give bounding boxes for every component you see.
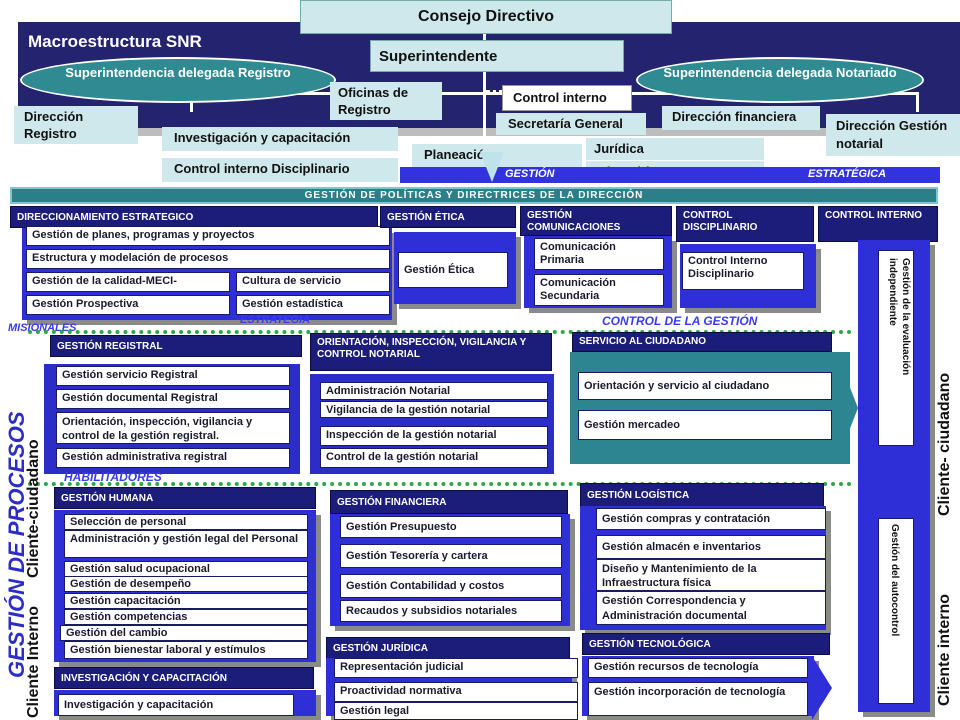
control-disciplinario-box: Control interno Disciplinario bbox=[162, 158, 398, 182]
financiera-item-recaudos: Recaudos y subsidios notariales bbox=[340, 600, 562, 622]
comunicaciones-header: GESTIÓN COMUNICACIONES bbox=[520, 206, 672, 236]
registral-item-administrativa: Gestión administrativa registral bbox=[56, 448, 290, 468]
cliente-ciudadano-right: Cliente- ciudadano bbox=[936, 372, 953, 516]
ciudadano-item-orientacion: Orientación y servicio al ciudadano bbox=[578, 372, 832, 400]
investigacion-header: INVESTIGACIÓN Y CAPACITACIÓN bbox=[54, 667, 314, 689]
registral-item-documental: Gestión documental Registral bbox=[56, 389, 290, 409]
evaluacion-label: Gestión de la evaluación independiente bbox=[887, 258, 911, 376]
dir-item-calidad: Gestión de la calidad-MECI- bbox=[26, 272, 230, 292]
notarial-item-control: Control de la gestión notarial bbox=[320, 448, 548, 468]
humana-item-seleccion: Selección de personal bbox=[64, 514, 308, 530]
direccionamiento-header: DIRECCIONAMIENTO ESTRATEGICO bbox=[10, 206, 378, 228]
org-line-right-drop bbox=[916, 92, 919, 112]
registral-item-orientacion: Orientación, inspección, vigilancia y co… bbox=[56, 412, 290, 444]
dir-item-planes: Gestión de planes, programas y proyectos bbox=[26, 226, 390, 246]
divider-lower bbox=[28, 482, 852, 486]
notarial-item-inspeccion: Inspección de la gestión notarial bbox=[320, 426, 548, 446]
consejo-directivo-box: Consejo Directivo bbox=[300, 0, 672, 34]
autocontrol-box bbox=[878, 518, 914, 704]
tecnologica-item-recursos: Gestión recursos de tecnología bbox=[588, 658, 808, 678]
logistica-item-compras: Gestión compras y contratación bbox=[596, 508, 826, 530]
logistica-item-almacen: Gestión almacén e inventarios bbox=[596, 535, 826, 559]
tecnologica-arrow-tip bbox=[812, 656, 832, 720]
top-banner-shadow bbox=[18, 128, 960, 136]
direccion-registro-box: Dirección Registro bbox=[14, 106, 138, 144]
control-disciplinario-item: Control Interno Disciplinario bbox=[682, 252, 804, 290]
diagram-title: Macroestructura SNR bbox=[28, 32, 202, 51]
registral-header: GESTIÓN REGISTRAL bbox=[50, 335, 302, 357]
registral-item-servicio: Gestión servicio Registral bbox=[56, 366, 290, 386]
cliente-interno-left: Cliente Interno bbox=[25, 605, 42, 718]
juridica-item-representacion: Representación judicial bbox=[334, 658, 578, 678]
habilitadores-label: HABILITADORES bbox=[64, 470, 162, 484]
notarial-header: ORIENTACIÓN, INSPECCIÓN, VIGILANCIA Y CO… bbox=[310, 333, 552, 371]
ciudadano-item-mercadeo: Gestión mercadeo bbox=[578, 410, 832, 440]
juridica-header: GESTIÓN JURÍDICA bbox=[326, 637, 570, 659]
superintendencia-delegada-notariado: Superintendencia delegada Notariado bbox=[636, 57, 924, 103]
humana-item-salud: Gestión salud ocupacional bbox=[64, 561, 308, 577]
down-arrow bbox=[480, 152, 504, 182]
financiera-item-tesoreria: Gestión Tesorería y cartera bbox=[340, 544, 562, 568]
evaluacion-box bbox=[878, 250, 914, 446]
dir-item-estructura: Estructura y modelación de procesos bbox=[26, 249, 390, 269]
logistica-header: GESTIÓN LOGÍSTICA bbox=[580, 483, 824, 507]
control-interno-box: Control interno bbox=[502, 85, 632, 111]
cliente-ciudadano-left: Cliente-ciudadano bbox=[25, 439, 42, 578]
humana-item-capacitacion: Gestión capacitación bbox=[64, 593, 308, 609]
juridica-box: Jurídica bbox=[586, 138, 764, 160]
etica-header: GESTIÓN ÉTICA bbox=[380, 206, 516, 228]
politicas-bar: GESTIÓN DE POLÍTICAS Y DIRECTRICES DE LA… bbox=[10, 187, 938, 204]
ciudadano-arrow-tip bbox=[836, 352, 858, 464]
etica-item: Gestión Ética bbox=[398, 252, 508, 288]
logistica-item-infraestructura: Diseño y Mantenimiento de la Infraestruc… bbox=[596, 559, 826, 591]
gestion-estrategica-bar bbox=[400, 167, 940, 183]
divider-upper bbox=[28, 330, 852, 334]
ciudadano-header: SERVICIO AL CIUDADANO bbox=[572, 332, 832, 352]
financiera-header: GESTIÓN FINANCIERA bbox=[330, 490, 568, 514]
estrategia-label: ESTRATEGIA bbox=[240, 314, 311, 326]
control-disciplinario-header: CONTROL DISCIPLINARIO bbox=[676, 206, 814, 242]
logistica-item-correspondencia: Gestión Correspondencia y Administración… bbox=[596, 591, 826, 625]
juridica-item-legal: Gestión legal bbox=[334, 702, 578, 720]
superintendente-box: Superintendente bbox=[370, 40, 624, 72]
financiera-item-contabilidad: Gestión Contabilidad y costos bbox=[340, 574, 562, 598]
gestion-estrategica-left: GESTIÓN bbox=[505, 168, 555, 180]
org-line-main bbox=[483, 34, 486, 164]
dir-item-cultura: Cultura de servicio bbox=[236, 272, 390, 292]
humana-header: GESTIÓN HUMANA bbox=[54, 487, 316, 509]
direccion-financiera-box: Dirección financiera bbox=[662, 106, 820, 130]
cliente-interno-right: Cliente interno bbox=[936, 593, 953, 706]
notarial-item-vigilancia: Vigilancia de la gestión notarial bbox=[320, 401, 548, 418]
humana-item-competencias: Gestión competencias bbox=[64, 609, 308, 625]
autocontrol-label: Gestión del autocontrol bbox=[889, 524, 900, 637]
investigacion-capacitacion-box: Investigación y capacitación bbox=[162, 127, 398, 151]
ciudadano-panel bbox=[570, 352, 850, 464]
dir-item-prospectiva: Gestión Prospectiva bbox=[26, 295, 230, 315]
secretaria-general-box: Secretaría General bbox=[496, 113, 646, 135]
humana-item-administracion: Administración y gestión legal del Perso… bbox=[64, 530, 308, 558]
org-line-dotted bbox=[486, 90, 516, 93]
investigacion-item: Investigación y capacitación bbox=[58, 694, 294, 716]
comunicacion-secundaria: Comunicación Secundaria bbox=[534, 274, 664, 306]
tecnologica-header: GESTIÓN TECNOLÓGICA bbox=[582, 633, 830, 655]
juridica-item-proactividad: Proactividad normativa bbox=[334, 682, 578, 702]
control-gestion-label: CONTROL DE LA GESTIÓN bbox=[602, 314, 758, 328]
gestion-estrategica-right: ESTRATÉGICA bbox=[808, 168, 887, 180]
notarial-item-administracion: Administración Notarial bbox=[320, 382, 548, 400]
humana-item-bienestar: Gestión bienestar laboral y estímulos bbox=[64, 641, 308, 659]
dir-item-estadistica: Gestión estadística bbox=[236, 295, 390, 315]
financiera-item-presupuesto: Gestión Presupuesto bbox=[340, 516, 562, 538]
superintendencia-delegada-registro: Superintendencia delegada Registro bbox=[20, 57, 336, 103]
comunicacion-primaria: Comunicación Primaria bbox=[534, 238, 664, 270]
oficinas-registro-box: Oficinas de Registro bbox=[330, 82, 442, 120]
tecnologica-item-incorporacion: Gestión incorporación de tecnología bbox=[588, 682, 808, 716]
humana-item-cambio: Gestión del cambio bbox=[60, 625, 308, 641]
direccion-gestion-notarial-box: Dirección Gestión notarial bbox=[826, 114, 960, 156]
control-interno-header: CONTROL INTERNO bbox=[818, 206, 938, 242]
humana-item-desempeno: Gestión de desempeño bbox=[64, 576, 308, 592]
